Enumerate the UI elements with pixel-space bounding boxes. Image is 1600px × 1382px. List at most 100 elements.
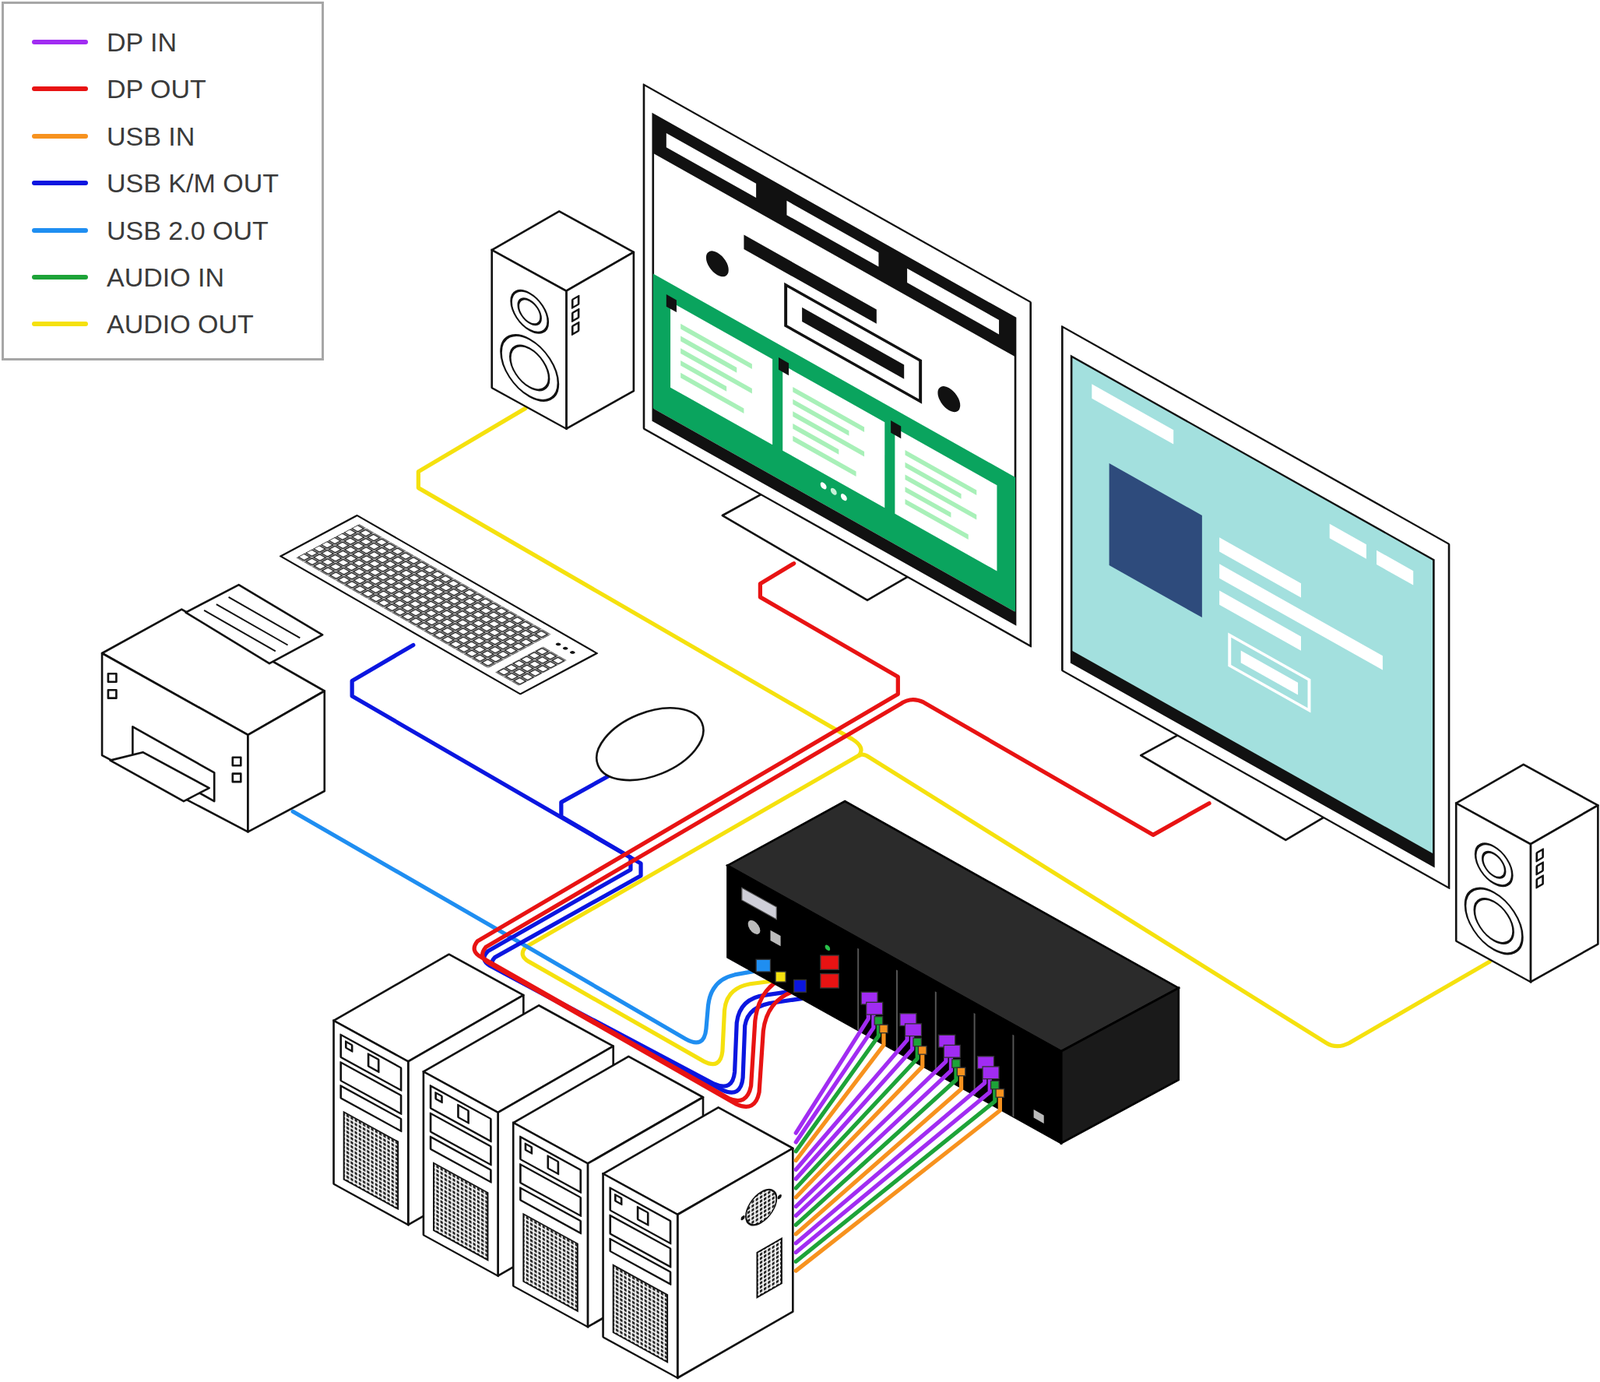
computer-tower	[334, 1020, 409, 1225]
speaker-left	[492, 249, 567, 430]
monitor-right	[1061, 326, 1449, 888]
monitor-left	[778, 357, 789, 376]
monitor-left	[792, 411, 865, 457]
keyboard	[555, 642, 563, 647]
computer-tower	[615, 1195, 622, 1205]
printer	[228, 597, 301, 638]
computer-tower	[423, 1071, 499, 1276]
keyboard	[296, 523, 552, 669]
monitor-left	[904, 499, 968, 540]
cable-plugs	[775, 971, 786, 982]
printer	[101, 584, 325, 832]
kvm-switch	[727, 865, 1062, 1144]
legend-row: USB K/M OUT	[3, 165, 322, 201]
monitor-left	[830, 486, 837, 496]
cable-plugs	[820, 955, 840, 970]
tower-cables	[795, 1069, 985, 1244]
computer-tower	[344, 1111, 398, 1210]
computer-tower	[436, 1092, 443, 1102]
speaker-left	[509, 337, 549, 398]
monitor-left	[840, 492, 848, 502]
computer-tower	[513, 1122, 588, 1327]
monitor-left	[782, 365, 885, 509]
speaker-left	[572, 322, 579, 335]
printer	[232, 773, 241, 782]
computer-tower	[677, 1148, 793, 1379]
monitor-right	[1376, 550, 1414, 586]
monitor-left	[643, 84, 1031, 647]
keyboard	[562, 646, 570, 651]
printer	[108, 689, 117, 698]
monitor-right	[1071, 356, 1434, 867]
cable-plugs	[952, 1059, 960, 1068]
speaker-right	[1530, 805, 1598, 982]
keyboard	[280, 515, 597, 694]
kvm-switch	[896, 970, 898, 1052]
computer-tower	[745, 1183, 777, 1232]
computer-tower	[740, 1214, 745, 1221]
tower-cables	[795, 1047, 946, 1207]
speaker-left	[500, 323, 558, 412]
cable-plugs	[913, 1037, 922, 1046]
monitor-right	[1329, 523, 1367, 560]
monitor-left	[653, 407, 1016, 624]
legend-swatch	[31, 180, 88, 186]
monitor-right	[1229, 635, 1309, 711]
printer	[186, 584, 324, 664]
speaker-right	[1455, 803, 1531, 983]
tower-cables	[795, 1057, 951, 1216]
kvm-switch	[857, 948, 859, 1031]
printer	[108, 673, 117, 682]
monitor-left	[890, 420, 901, 439]
monitor-left	[743, 235, 876, 324]
legend-row: DP IN	[3, 24, 322, 60]
monitor-left	[666, 133, 757, 198]
kvm-switch	[973, 1012, 975, 1095]
tower-cables	[795, 1087, 996, 1262]
legend-swatch	[31, 86, 88, 92]
speaker-left	[492, 249, 567, 430]
speaker-left	[511, 283, 549, 341]
monitor-left	[670, 302, 773, 446]
keyboard	[569, 650, 577, 655]
computer-tower	[777, 1193, 782, 1200]
cable-plugs	[874, 1016, 883, 1025]
kvm-switch	[727, 865, 1062, 1144]
monitor-right	[1091, 383, 1174, 444]
monitor-right	[1219, 590, 1302, 651]
monitor-left	[907, 268, 999, 335]
computer-tower	[740, 1180, 781, 1308]
printer	[110, 752, 210, 802]
computer-tower	[345, 1041, 352, 1052]
speaker-right	[1455, 764, 1598, 982]
cable-plugs	[956, 1067, 965, 1076]
legend-row: USB 2.0 OUT	[3, 213, 322, 248]
legend-swatch	[31, 274, 88, 280]
cable-plugs	[756, 955, 1004, 1098]
computer-tower	[637, 1206, 648, 1225]
speaker-left	[572, 309, 579, 321]
keyboard	[280, 515, 597, 694]
speaker-right	[1455, 803, 1531, 983]
cable-plugs	[820, 974, 840, 989]
monitor-right	[1071, 650, 1434, 866]
kvm-switch	[825, 943, 831, 952]
computer-tower	[523, 1213, 577, 1312]
legend-label: USB K/M OUT	[106, 165, 322, 201]
computer-tower	[603, 1174, 679, 1379]
kvm-switch	[770, 930, 781, 946]
speaker-right	[1465, 876, 1523, 966]
computer-tower	[613, 1265, 668, 1363]
speaker-right	[1536, 862, 1544, 875]
monitor-left	[786, 200, 879, 268]
mouse	[586, 693, 714, 795]
computer-tower	[603, 1107, 794, 1378]
monitor-left	[820, 481, 827, 491]
monitor-right	[1241, 650, 1298, 696]
monitor-right	[1109, 463, 1203, 618]
kvm-switch	[741, 887, 778, 920]
kvm-switch	[1033, 1109, 1045, 1124]
monitor-left	[666, 294, 677, 313]
printer	[247, 691, 324, 833]
cable-plugs	[995, 1089, 1004, 1098]
